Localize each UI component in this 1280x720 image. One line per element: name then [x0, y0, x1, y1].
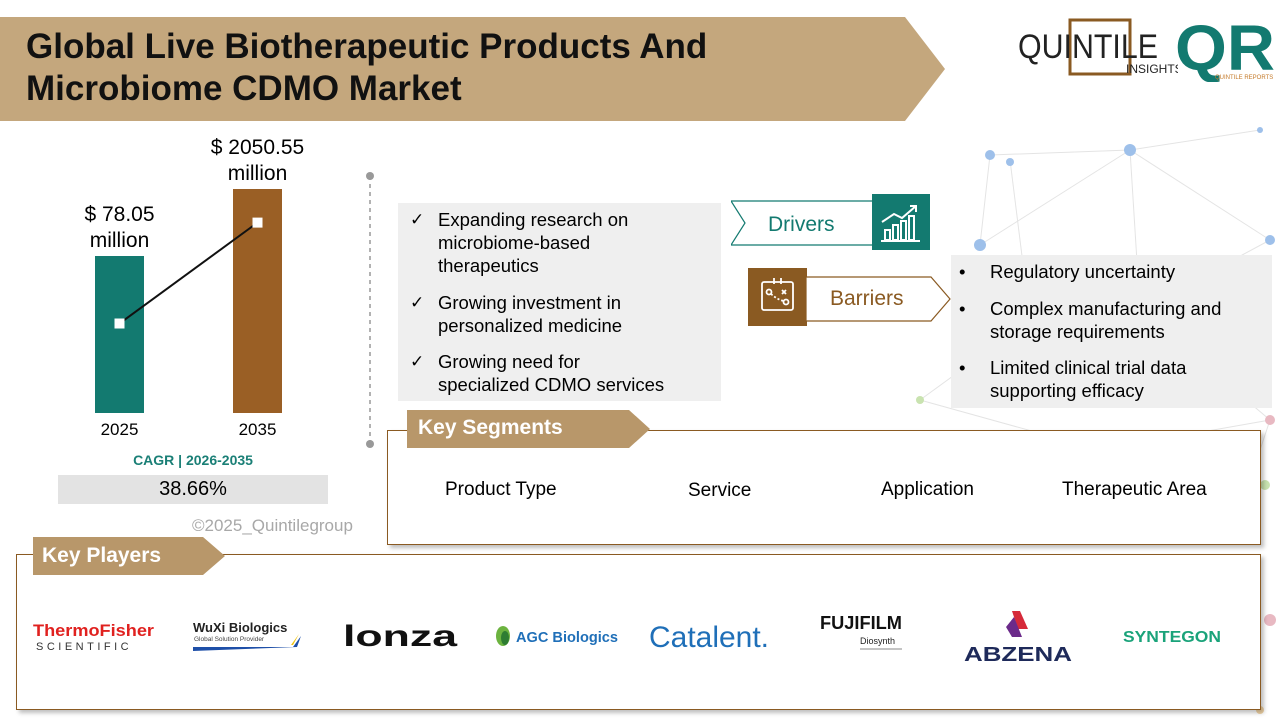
check-icon: ✓ — [410, 352, 425, 371]
data-label-2035-1: million — [228, 162, 288, 185]
svg-text:lonza: lonza — [343, 620, 457, 652]
check-icon: ✓ — [410, 293, 425, 312]
svg-text:Diosynth: Diosynth — [860, 636, 895, 646]
qr-logo-word: QR — [1175, 12, 1275, 82]
market-size-chart: 2025 $ 78.05 million 2035 $ 2050.55 million — [84, 136, 304, 439]
svg-text:FUJIFILM: FUJIFILM — [820, 613, 902, 633]
segment-product-type: Product Type — [445, 479, 557, 500]
key-players-panel — [16, 554, 1261, 710]
cagr-label: CAGR | 2026-2035 — [133, 452, 253, 468]
bullet-icon: • — [959, 298, 966, 319]
trend-marker-2035 — [252, 217, 263, 228]
key-players-tag — [33, 537, 225, 575]
svg-text:SCIENTIFIC: SCIENTIFIC — [36, 641, 132, 653]
driver-text-line: Growing need for — [438, 351, 580, 372]
catalent-logo: Catalent. — [649, 621, 769, 653]
segment-application: Application — [881, 479, 974, 500]
lonza-logo: lonza — [343, 620, 457, 652]
bullet-icon: • — [959, 261, 966, 282]
qr-logo-sub: QUINTILE REPORTS — [1215, 75, 1273, 81]
data-label-2025-1: million — [90, 229, 150, 252]
data-label-2025-0: $ 78.05 — [84, 203, 154, 226]
segment-service: Service — [688, 480, 752, 501]
key-players-label: Key Players — [42, 544, 162, 567]
svg-text:Global Solution Provider: Global Solution Provider — [194, 636, 265, 643]
bar-2025 — [95, 256, 144, 413]
drivers-tag: Drivers — [731, 200, 877, 246]
cagr-value: 38.66% — [58, 475, 328, 504]
quintile-reports-logo: QR QUINTILE REPORTS — [1175, 12, 1275, 82]
copyright-text: ©2025_Quintilegroup — [192, 516, 353, 535]
syntegon-logo: SYNTEGON — [1123, 629, 1221, 646]
section-divider — [366, 172, 374, 448]
fujifilm-diosynth-logo: FUJIFILM Diosynth — [820, 613, 902, 650]
trend-line — [118, 221, 259, 325]
driver-text-line: microbiome-based — [438, 232, 591, 253]
title-banner — [0, 17, 945, 121]
barrier-text-line: storage requirements — [990, 321, 1165, 342]
barriers-list: • Regulatory uncertainty • Complex manufact… — [951, 255, 1272, 408]
svg-text:Catalent.: Catalent. — [649, 621, 769, 653]
barriers-tag: Barriers — [806, 276, 951, 322]
barrier-text-line: Limited clinical trial data — [990, 357, 1187, 378]
quintile-insights-logo: QUINTILE INSIGHTS — [1018, 18, 1178, 76]
title-banner-shape — [0, 17, 945, 121]
quintile-logo-word: QUINTILE — [1018, 28, 1158, 66]
thermofisher-logo: ThermoFisher SCIENTIFIC — [33, 621, 154, 653]
key-segments-tag — [407, 410, 650, 448]
data-label-2035-0: $ 2050.55 — [211, 136, 304, 159]
svg-text:SYNTEGON: SYNTEGON — [1123, 629, 1221, 646]
driver-text-line: specialized CDMO services — [438, 374, 665, 395]
x-tick-label-2035: 2035 — [239, 420, 277, 439]
barrier-text-line: supporting efficacy — [990, 380, 1144, 401]
segment-therapeutic-area: Therapeutic Area — [1062, 479, 1207, 500]
bullet-icon: • — [959, 357, 966, 378]
svg-text:ThermoFisher: ThermoFisher — [33, 621, 154, 640]
driver-text-line: Expanding research on — [438, 209, 629, 230]
svg-text:WuXi Biologics: WuXi Biologics — [193, 620, 287, 635]
driver-text-line: Growing investment in — [438, 292, 622, 313]
barriers-label: Barriers — [830, 287, 904, 310]
barrier-text-line: Complex manufacturing and — [990, 298, 1222, 319]
svg-text:ABZENA: ABZENA — [964, 644, 1072, 665]
svg-text:AGC Biologics: AGC Biologics — [516, 630, 618, 646]
drivers-label: Drivers — [768, 213, 835, 236]
growth-chart-icon — [872, 194, 930, 250]
abzena-logo: ABZENA — [964, 611, 1072, 665]
trend-marker-2025 — [114, 318, 125, 329]
barrier-text: Regulatory uncertainty — [990, 260, 1265, 283]
driver-text-line: therapeutics — [438, 255, 539, 276]
wuxi-biologics-logo: WuXi Biologics Global Solution Provider — [193, 620, 301, 651]
barrier-text-line: Regulatory uncertainty — [990, 261, 1176, 282]
agc-biologics-logo: AGC Biologics — [496, 626, 618, 646]
page-title: Global Live Biotherapeutic Products And … — [26, 27, 708, 108]
barrier-plan-icon — [748, 268, 807, 326]
driver-text-line: personalized medicine — [438, 315, 623, 336]
quintile-logo-sub: INSIGHTS — [1126, 62, 1178, 76]
key-segments-panel — [387, 430, 1261, 545]
check-icon: ✓ — [410, 210, 425, 229]
x-tick-label-2025: 2025 — [101, 420, 139, 439]
key-segments-label: Key Segments — [418, 416, 563, 439]
